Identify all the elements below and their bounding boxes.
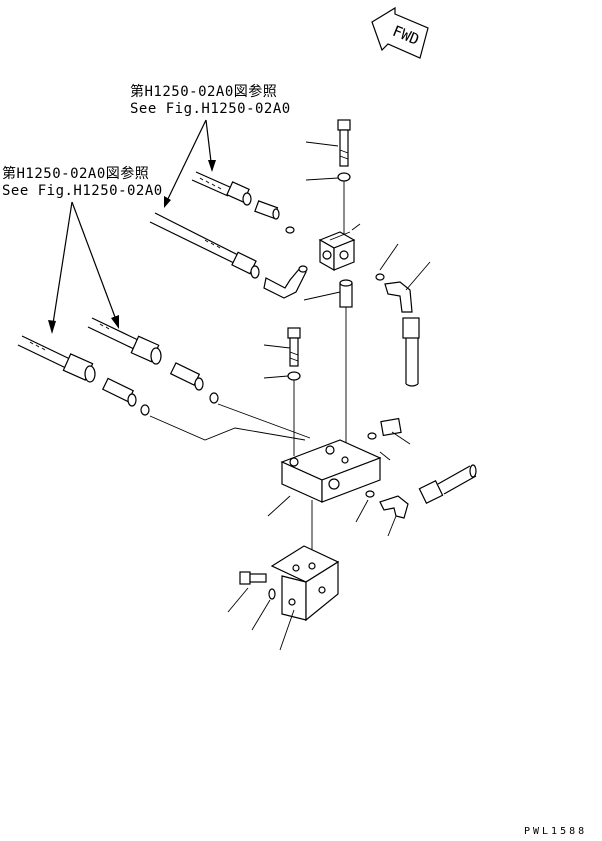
bolt-lower bbox=[287, 327, 301, 367]
washer-upper bbox=[337, 172, 351, 182]
reference-label-top-en: See Fig.H1250-02A0 bbox=[130, 101, 291, 117]
reference-arrows-top bbox=[164, 119, 216, 208]
oring-upper-right bbox=[375, 273, 385, 281]
hose-lower-left bbox=[17, 335, 96, 383]
fitting-lower-1 bbox=[101, 377, 150, 416]
oring-lower-1 bbox=[367, 432, 377, 440]
reference-label-left-jp: 第H1250-02A0図参照 bbox=[2, 166, 150, 182]
bolt-bracket bbox=[239, 571, 267, 585]
hose-lower-right-side bbox=[418, 464, 477, 504]
fwd-direction-marker: FWD bbox=[371, 6, 429, 59]
hose-upper-right bbox=[402, 317, 420, 387]
hose-upper-long bbox=[149, 212, 260, 279]
fitting-lower-right-1 bbox=[380, 417, 402, 437]
bolt-upper bbox=[337, 119, 351, 167]
mounting-bracket bbox=[270, 545, 340, 622]
oring-lower-2 bbox=[365, 490, 375, 498]
valve-block-lower bbox=[280, 439, 382, 503]
spacer-collar bbox=[339, 279, 353, 308]
elbow-fitting-upper bbox=[263, 265, 308, 299]
hose-lower-right bbox=[87, 317, 162, 365]
fitting-upper-1 bbox=[254, 200, 295, 234]
washer-lower bbox=[287, 371, 301, 381]
fitting-lower-2 bbox=[169, 362, 219, 404]
connection-line-1 bbox=[149, 415, 306, 441]
washer-bracket bbox=[268, 588, 276, 600]
elbow-fitting-upper-right bbox=[384, 281, 413, 313]
leader-lines bbox=[227, 141, 431, 651]
reference-label-top-jp: 第H1250-02A0図参照 bbox=[130, 84, 278, 100]
valve-block-upper bbox=[318, 231, 356, 272]
reference-arrows-left bbox=[48, 201, 119, 334]
hose-upper-short bbox=[191, 171, 252, 206]
connection-line-2 bbox=[217, 403, 311, 439]
elbow-fitting-lower-right bbox=[379, 495, 409, 519]
drawing-code: PWL1588 bbox=[524, 826, 588, 837]
reference-label-left-en: See Fig.H1250-02A0 bbox=[2, 183, 163, 199]
